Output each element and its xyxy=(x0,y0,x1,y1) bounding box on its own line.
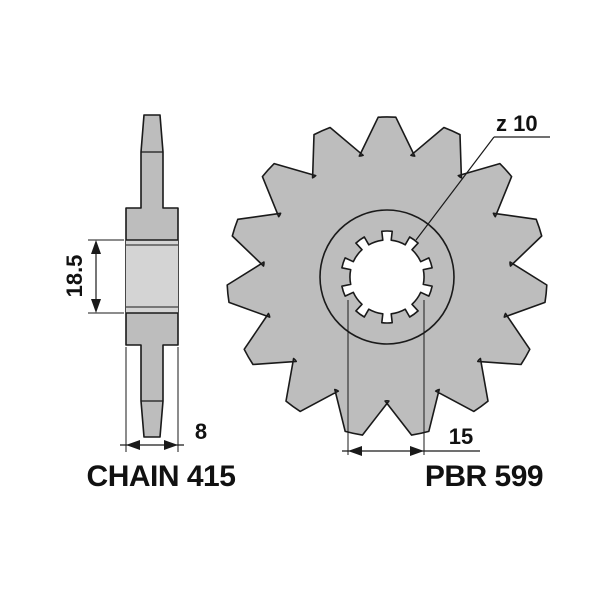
hub-height-dimension: 18.5 xyxy=(62,239,124,314)
arrowhead xyxy=(126,440,140,450)
spline-width-label: 15 xyxy=(449,424,473,449)
spline-bore xyxy=(341,230,433,324)
arrowhead xyxy=(348,446,362,456)
thickness-dimension: 8 xyxy=(120,347,207,452)
part-number-label: PBR 599 xyxy=(425,460,543,493)
arrowhead xyxy=(91,240,101,254)
thickness-label: 8 xyxy=(195,419,207,444)
side-profile-view xyxy=(125,114,179,438)
chain-label: CHAIN 415 xyxy=(87,460,236,493)
arrowhead xyxy=(91,299,101,313)
spline-width-dimension: 15 xyxy=(342,300,480,456)
hub-height-label: 18.5 xyxy=(62,255,87,298)
arrowhead xyxy=(410,446,424,456)
front-view xyxy=(226,116,548,436)
spline-teeth-callout: z 10 xyxy=(415,111,550,241)
hub-band xyxy=(126,240,178,313)
spline-teeth-label: z 10 xyxy=(496,111,538,136)
leader-line xyxy=(415,136,495,241)
arrowhead xyxy=(164,440,178,450)
